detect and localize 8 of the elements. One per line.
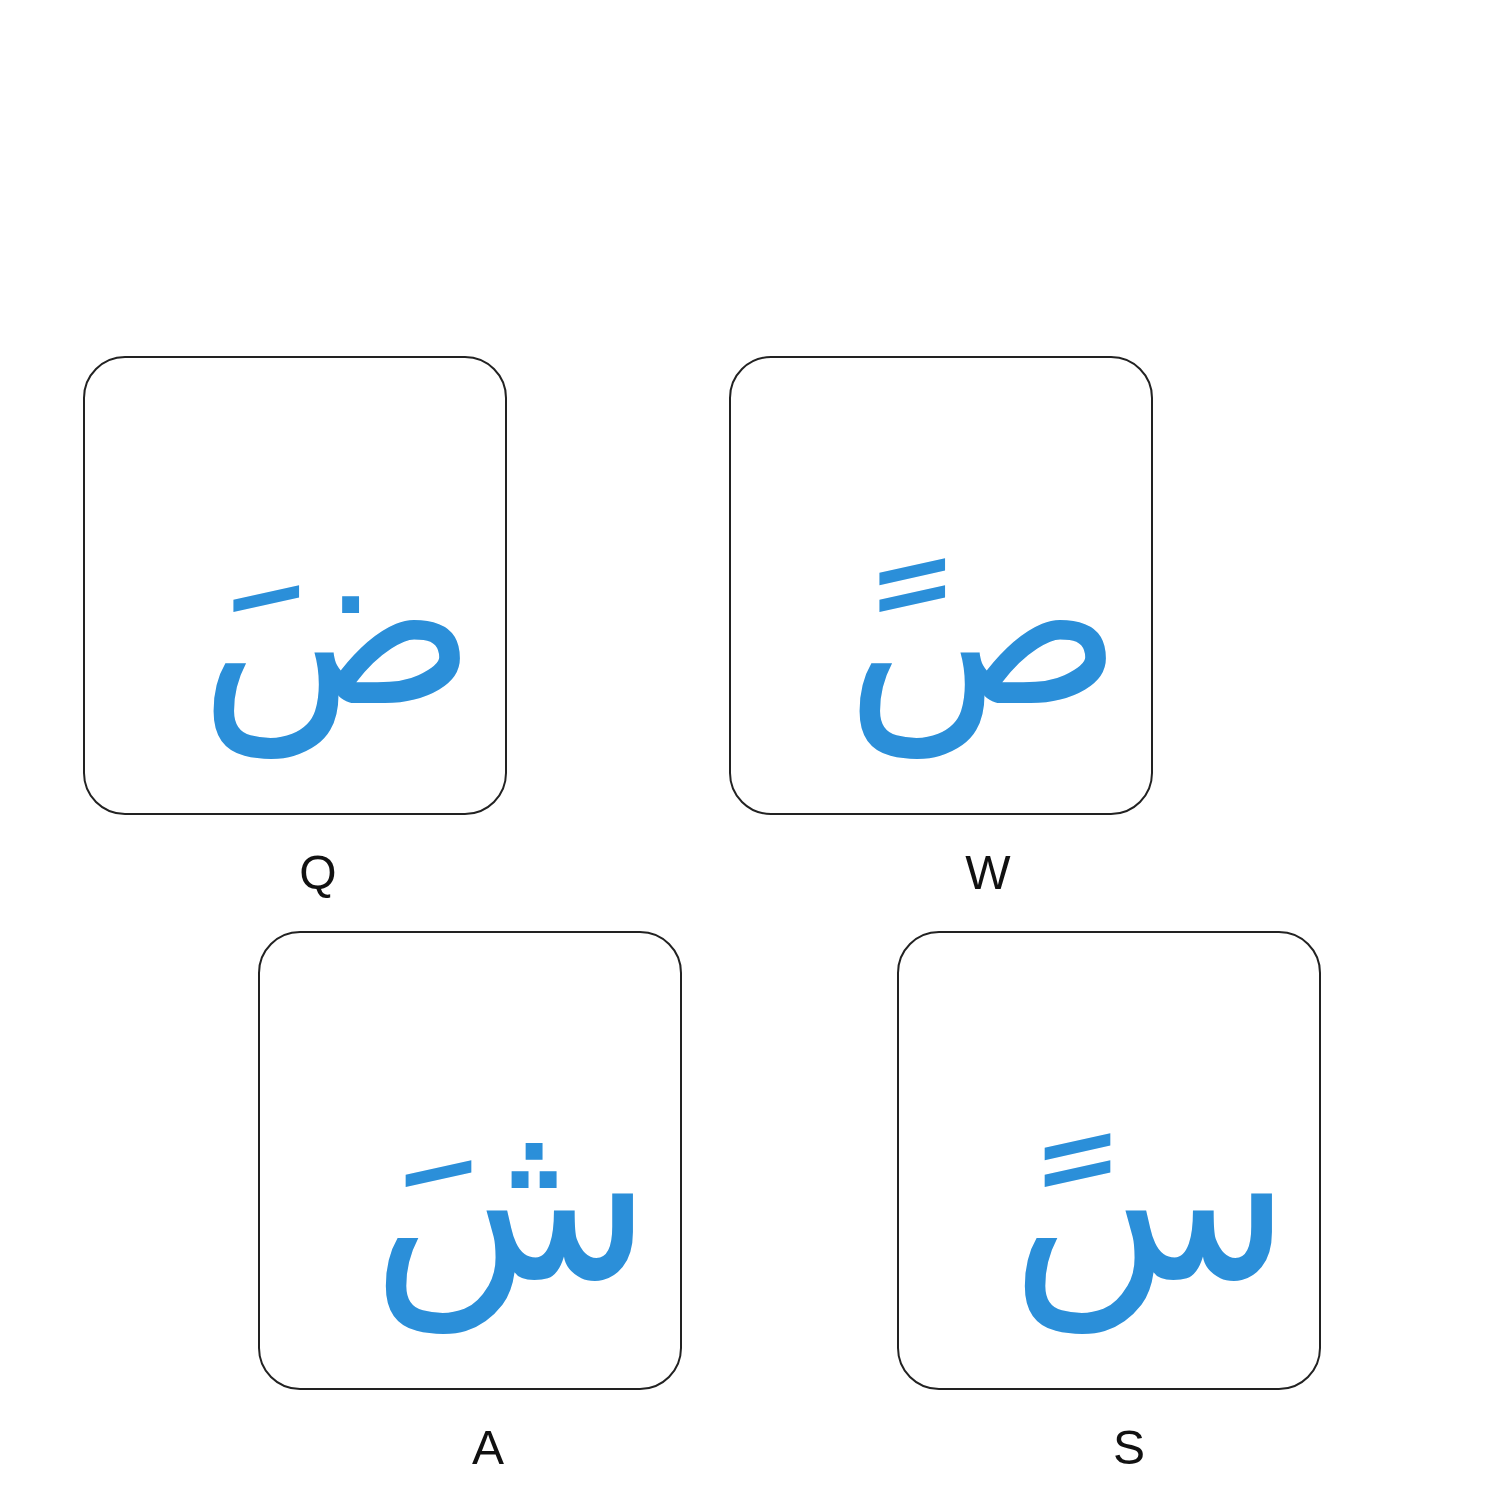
arabic-letter: صً <box>844 489 1123 761</box>
arabic-letter: شَ <box>371 1064 652 1336</box>
arabic-letter: ضَ <box>198 489 477 761</box>
arabic-letter: سً <box>1010 1064 1291 1336</box>
latin-key-label: W <box>965 849 1011 897</box>
latin-key-label: A <box>472 1424 504 1472</box>
latin-key-label: Q <box>299 849 337 897</box>
latin-key-label: S <box>1113 1424 1145 1472</box>
